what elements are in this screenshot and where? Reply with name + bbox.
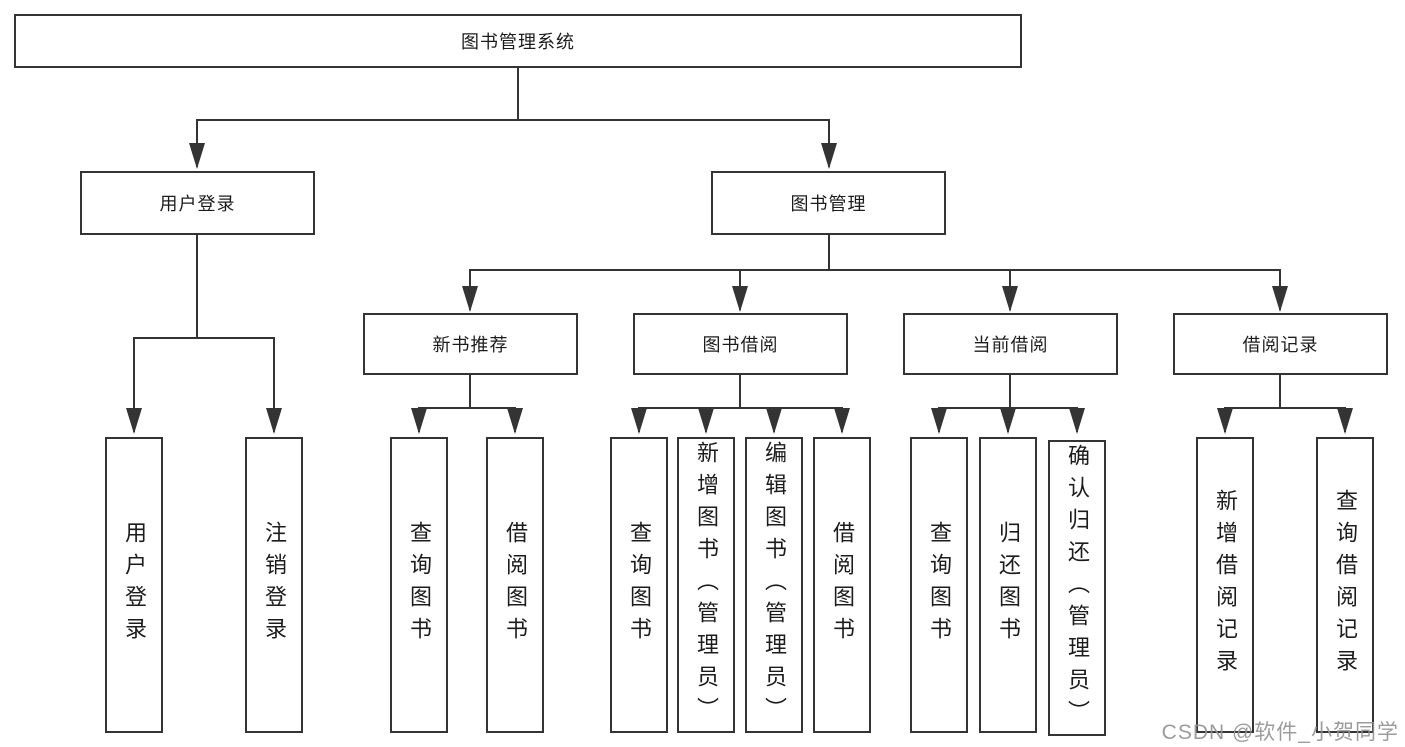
leaf-logout-label: 注销登录	[262, 521, 287, 649]
node-current-borrow: 当前借阅	[903, 313, 1118, 375]
leaf-borrow-books-label: 借阅图书	[830, 521, 855, 649]
node-borrow-records-label: 借阅记录	[1242, 335, 1319, 355]
leaf-return-books-label: 归还图书	[996, 521, 1021, 649]
leaf-query-books-recommend: 查询图书	[390, 437, 448, 733]
leaf-return-books: 归还图书	[979, 437, 1037, 733]
leaf-confirm-return-admin-label: 确认归还（管理员）	[1065, 444, 1090, 732]
leaf-query-books-recommend-label: 查询图书	[407, 521, 432, 649]
leaf-query-books-borrow-label: 查询图书	[627, 521, 652, 649]
leaf-query-books-current-label: 查询图书	[927, 521, 952, 649]
node-book-borrow: 图书借阅	[633, 313, 848, 375]
leaf-add-borrow-record: 新增借阅记录	[1196, 437, 1254, 733]
leaf-user-login-label: 用户登录	[122, 521, 147, 649]
leaf-add-book-admin-label: 新增图书（管理员）	[694, 441, 719, 729]
leaf-borrow-books-recommend: 借阅图书	[486, 437, 544, 733]
node-book-management: 图书管理	[711, 171, 946, 235]
leaf-query-books-current: 查询图书	[910, 437, 968, 733]
node-book-borrow-label: 图书借阅	[702, 335, 779, 355]
leaf-borrow-books: 借阅图书	[813, 437, 871, 733]
leaf-edit-book-admin-label: 编辑图书（管理员）	[762, 441, 787, 729]
leaf-borrow-books-recommend-label: 借阅图书	[503, 521, 528, 649]
node-new-book-recommend: 新书推荐	[363, 313, 578, 375]
node-root: 图书管理系统	[14, 14, 1022, 68]
node-root-label: 图书管理系统	[461, 32, 575, 52]
leaf-edit-book-admin: 编辑图书（管理员）	[745, 437, 803, 733]
node-book-management-label: 图书管理	[790, 194, 867, 214]
node-new-book-recommend-label: 新书推荐	[432, 335, 509, 355]
node-user-login-label: 用户登录	[159, 194, 236, 214]
watermark: CSDN @软件_小贺同学	[1161, 721, 1399, 744]
leaf-add-borrow-record-label: 新增借阅记录	[1213, 489, 1238, 681]
leaf-add-book-admin: 新增图书（管理员）	[677, 437, 735, 733]
leaf-query-books-borrow: 查询图书	[610, 437, 668, 733]
leaf-logout: 注销登录	[245, 437, 303, 733]
leaf-query-borrow-record: 查询借阅记录	[1316, 437, 1374, 733]
node-borrow-records: 借阅记录	[1173, 313, 1388, 375]
leaf-user-login: 用户登录	[105, 437, 163, 733]
leaf-query-borrow-record-label: 查询借阅记录	[1333, 489, 1358, 681]
node-current-borrow-label: 当前借阅	[972, 335, 1049, 355]
leaf-confirm-return-admin: 确认归还（管理员）	[1048, 440, 1106, 736]
node-user-login: 用户登录	[80, 171, 315, 235]
